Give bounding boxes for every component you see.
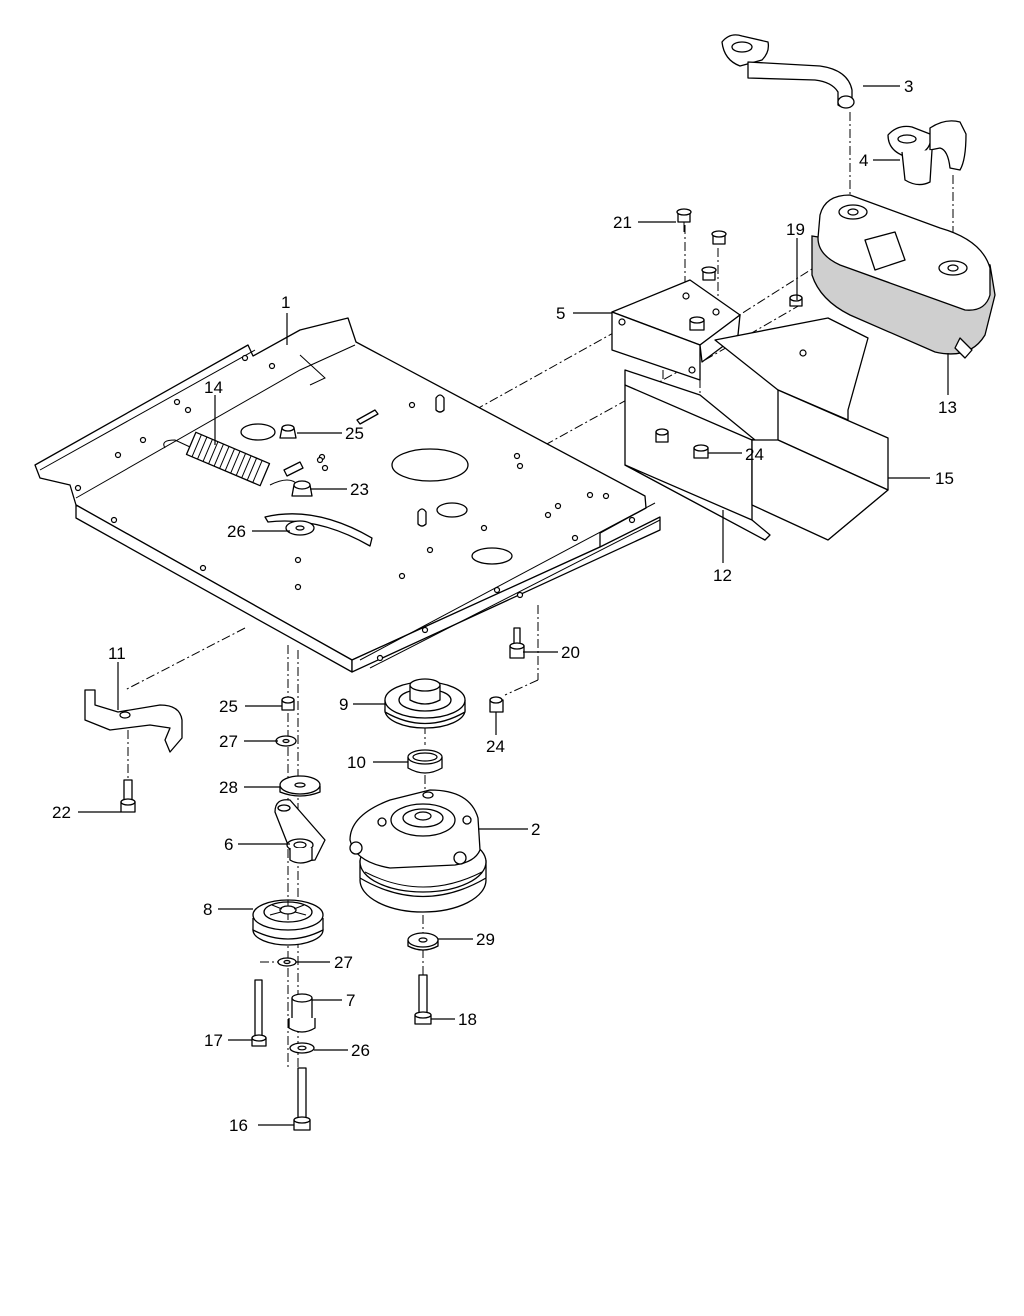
muffler xyxy=(811,194,996,359)
tension-spring xyxy=(163,431,299,487)
callout-10: 10 xyxy=(347,753,366,772)
deck-plate xyxy=(34,317,661,673)
callout-9: 9 xyxy=(339,695,348,714)
callout-18: 18 xyxy=(458,1010,477,1029)
callout-8: 8 xyxy=(203,900,212,919)
heat-shield-12 xyxy=(624,369,771,541)
bolt-19 xyxy=(789,294,803,307)
callout-3: 3 xyxy=(904,77,913,96)
callout-4: 4 xyxy=(859,151,868,170)
callout-5: 5 xyxy=(556,304,565,323)
washer-27-lower xyxy=(277,957,297,967)
muffler-bracket xyxy=(611,279,741,381)
nut-24-lower xyxy=(489,696,504,713)
bolt-21 xyxy=(676,208,692,232)
exhaust-pipe-4 xyxy=(887,120,967,186)
nut-24-upper-b xyxy=(693,444,709,459)
nut-bracket xyxy=(689,316,705,331)
pulley-9 xyxy=(384,678,466,729)
callout-12: 12 xyxy=(713,566,732,585)
callout-22: 22 xyxy=(52,803,71,822)
spacer-7 xyxy=(288,993,316,1033)
spacer-10 xyxy=(407,749,443,774)
callout-27-upper: 27 xyxy=(219,732,238,751)
electric-clutch xyxy=(349,789,487,913)
washer-26-lower xyxy=(289,1042,315,1054)
callout-14: 14 xyxy=(204,378,223,397)
callout-19: 19 xyxy=(786,220,805,239)
washer-26-upper xyxy=(285,520,315,536)
nut-25-upper xyxy=(279,424,297,439)
washer-28 xyxy=(279,775,321,797)
callout-13: 13 xyxy=(938,398,957,417)
callout-20: 20 xyxy=(561,643,580,662)
callout-6: 6 xyxy=(224,835,233,854)
callout-2: 2 xyxy=(531,820,540,839)
nut-23 xyxy=(291,480,313,497)
bolt-17 xyxy=(251,979,267,1047)
bolt-20 xyxy=(509,627,525,659)
idler-bracket xyxy=(84,689,183,753)
callout-21: 21 xyxy=(613,213,632,232)
callout-24-lower: 24 xyxy=(486,737,505,756)
callout-1: 1 xyxy=(281,293,290,312)
callout-23: 23 xyxy=(350,480,369,499)
exhaust-pipe-3 xyxy=(721,34,855,109)
callout-17: 17 xyxy=(204,1031,223,1050)
callout-27-lower: 27 xyxy=(334,953,353,972)
washer-29 xyxy=(407,932,439,951)
idler-arm-6 xyxy=(274,799,326,864)
callout-26-upper: 26 xyxy=(227,522,246,541)
idler-pulley-8 xyxy=(252,899,324,946)
leader-lines xyxy=(78,85,949,1126)
callout-24-upper: 24 xyxy=(745,445,764,464)
callout-11: 11 xyxy=(108,644,126,663)
bolt-22 xyxy=(120,779,136,813)
callout-labels: 1 2 3 4 5 6 7 8 9 10 11 12 13 14 15 16 1… xyxy=(52,77,957,1135)
nut-25-lower xyxy=(281,696,295,711)
callout-29: 29 xyxy=(476,930,495,949)
callout-16: 16 xyxy=(229,1116,248,1135)
callout-25-lower: 25 xyxy=(219,697,238,716)
callout-7: 7 xyxy=(346,991,355,1010)
callout-26-lower: 26 xyxy=(351,1041,370,1060)
bolt-18 xyxy=(414,974,432,1025)
heat-shield-15 xyxy=(714,317,889,541)
bolt-16 xyxy=(293,1067,311,1131)
callout-25-upper: 25 xyxy=(345,424,364,443)
bolt-21-b xyxy=(711,230,727,245)
washer-27-upper xyxy=(275,735,297,747)
nut-24-upper-a xyxy=(655,428,669,443)
callout-28: 28 xyxy=(219,778,238,797)
bolt-21-c xyxy=(701,266,717,281)
callout-15: 15 xyxy=(935,469,954,488)
